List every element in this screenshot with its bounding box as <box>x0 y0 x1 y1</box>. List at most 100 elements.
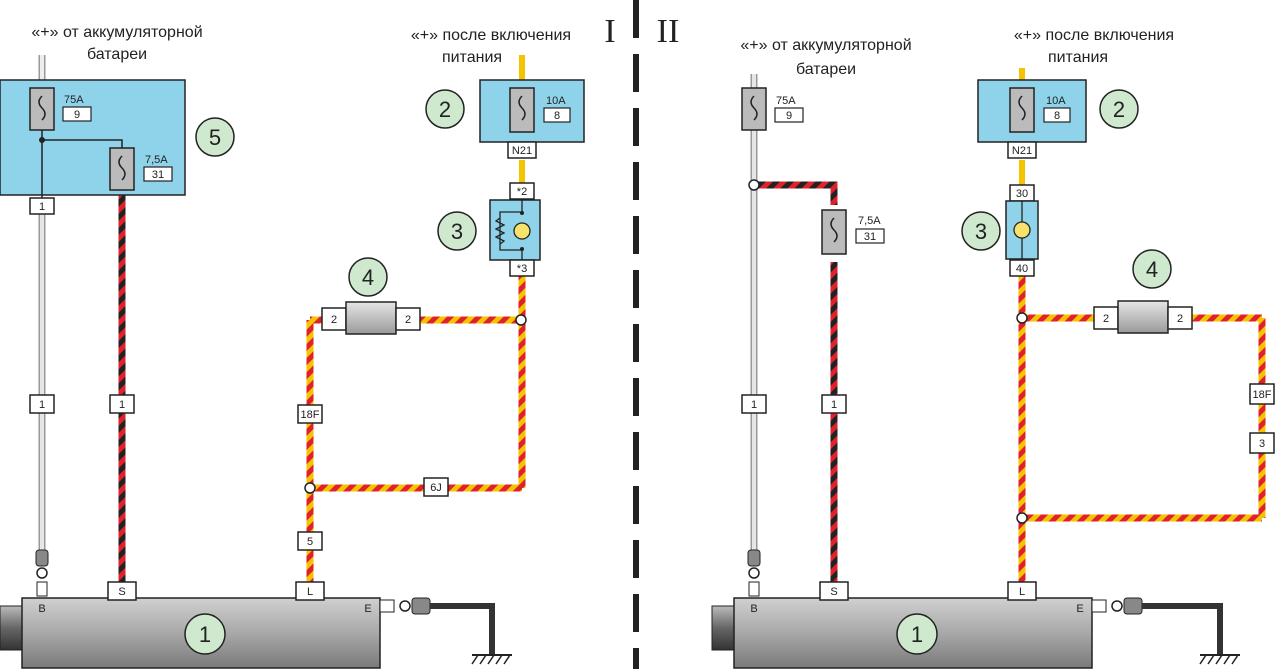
svg-text:2: 2 <box>1113 97 1125 122</box>
connector-n21: N21 <box>1007 141 1037 159</box>
connector-3: 3 <box>1249 432 1275 454</box>
connector-lamp-top: *2 <box>509 182 535 200</box>
svg-text:18F: 18F <box>1253 389 1272 401</box>
fuse-10a-rating: 10A <box>546 95 566 107</box>
fuse-10a: 10A 8 <box>509 87 571 133</box>
callout-lamp: 3 <box>961 211 1001 251</box>
fuse-75a: 75A 9 <box>741 87 804 131</box>
svg-text:1: 1 <box>39 399 45 411</box>
fuse-7-5a-rating: 7,5A <box>858 215 881 227</box>
svg-text:4: 4 <box>1146 257 1158 282</box>
ignition-plus-label: «+» после включения <box>411 27 571 44</box>
junction-node <box>1016 312 1028 324</box>
ignition-plus-label: «+» после включения <box>1014 27 1174 44</box>
connector-18f: 18F <box>297 404 323 424</box>
svg-text:*3: *3 <box>517 263 527 275</box>
connector-1b: 1 <box>821 394 847 414</box>
ground-icon <box>1091 597 1240 665</box>
section-label-left: I <box>604 13 615 50</box>
fuse-10a: 10A 8 <box>1009 87 1071 133</box>
callout-resistor: 4 <box>348 257 388 297</box>
callout-lamp: 3 <box>437 211 477 251</box>
section-divider: I II <box>604 0 679 669</box>
svg-text:1: 1 <box>199 622 211 647</box>
svg-text:S: S <box>118 586 125 598</box>
pulley-icon <box>0 605 23 651</box>
svg-text:2: 2 <box>405 314 411 326</box>
callout-resistor: 4 <box>1132 249 1172 289</box>
svg-text:S: S <box>830 586 837 598</box>
svg-text:N21: N21 <box>1012 145 1032 157</box>
svg-text:2: 2 <box>1177 313 1183 325</box>
fuse-10a-number: 8 <box>1054 110 1060 122</box>
connector-lamp-bottom: *3 <box>509 259 535 277</box>
connector-18f: 18F <box>1249 383 1275 405</box>
connector-6j: 6J <box>423 477 449 497</box>
connector-lamp-bottom: 40 <box>1009 259 1035 277</box>
ignition-plus-label-line2: питания <box>442 49 502 66</box>
svg-text:1: 1 <box>39 201 45 213</box>
fuse-7-5a-number: 31 <box>864 231 876 243</box>
ignition-plus-label-line2: питания <box>1048 49 1108 66</box>
junction-node <box>748 179 760 191</box>
ground-icon <box>379 597 512 665</box>
connector-plug-4: 2 2 <box>321 301 421 335</box>
svg-text:6J: 6J <box>430 482 442 494</box>
section-label-right: II <box>657 13 680 50</box>
resistor-icon <box>494 217 506 245</box>
generator-1: B E S L 1 <box>711 581 1093 669</box>
svg-text:5: 5 <box>307 536 313 548</box>
battery-plus-label-line2: батареи <box>87 46 147 63</box>
connector-1a: 1 <box>741 394 767 414</box>
svg-text:2: 2 <box>331 314 337 326</box>
connector-1a: 1 <box>29 394 55 414</box>
battery-plus-label-line2: батареи <box>796 61 856 78</box>
svg-text:1: 1 <box>911 622 923 647</box>
ring-terminal-icon <box>747 549 761 597</box>
connector-n21: N21 <box>507 141 537 159</box>
callout-relay-box: 2 <box>1099 89 1139 129</box>
svg-text:3: 3 <box>975 219 987 244</box>
battery-plus-label: «+» от аккумуляторной <box>740 37 911 54</box>
connector-1b: 1 <box>109 394 135 414</box>
fuse-7-5a: 7,5A 31 <box>109 147 173 191</box>
svg-text:30: 30 <box>1016 188 1028 200</box>
generator-1: B E S L 1 <box>0 581 381 669</box>
junction-node <box>515 314 527 326</box>
pulley-icon <box>711 605 735 651</box>
fuse-7-5a-rating: 7,5A <box>145 154 168 166</box>
diagram-right: «+» от аккумуляторной батареи «+» после … <box>711 27 1275 669</box>
svg-text:1: 1 <box>119 399 125 411</box>
fuse-75a-rating: 75A <box>776 95 796 107</box>
battery-plus-label: «+» от аккумуляторной <box>31 24 202 41</box>
svg-text:E: E <box>364 603 371 615</box>
junction-node <box>1016 512 1028 524</box>
svg-text:18F: 18F <box>301 409 320 421</box>
fuse-75a-number: 9 <box>74 109 80 121</box>
svg-text:B: B <box>750 603 757 615</box>
svg-text:1: 1 <box>831 399 837 411</box>
fuse-10a-rating: 10A <box>1046 95 1066 107</box>
fuse-75a: 75A 9 <box>29 87 92 131</box>
fuse-7-5a: 7,5A 31 <box>821 209 885 255</box>
svg-text:40: 40 <box>1016 263 1028 275</box>
svg-text:E: E <box>1076 603 1083 615</box>
connector-box5-out: 1 <box>29 197 55 215</box>
diagram-left: «+» от аккумуляторной батареи «+» после … <box>0 24 585 669</box>
fuse-7-5a-number: 31 <box>152 169 164 181</box>
svg-text:L: L <box>307 586 313 598</box>
svg-text:3: 3 <box>1259 438 1265 450</box>
lamp-icon <box>513 222 531 240</box>
connector-plug-4: 2 2 <box>1093 300 1193 334</box>
callout-fuse-box: 5 <box>195 117 235 157</box>
connector-5: 5 <box>297 531 323 551</box>
lamp-icon <box>1013 221 1031 239</box>
svg-text:4: 4 <box>362 265 374 290</box>
fuse-75a-rating: 75A <box>64 94 84 106</box>
svg-text:*2: *2 <box>517 186 527 198</box>
svg-text:2: 2 <box>1103 313 1109 325</box>
svg-text:B: B <box>38 603 45 615</box>
svg-text:5: 5 <box>209 125 221 150</box>
ring-terminal-icon <box>35 549 49 597</box>
